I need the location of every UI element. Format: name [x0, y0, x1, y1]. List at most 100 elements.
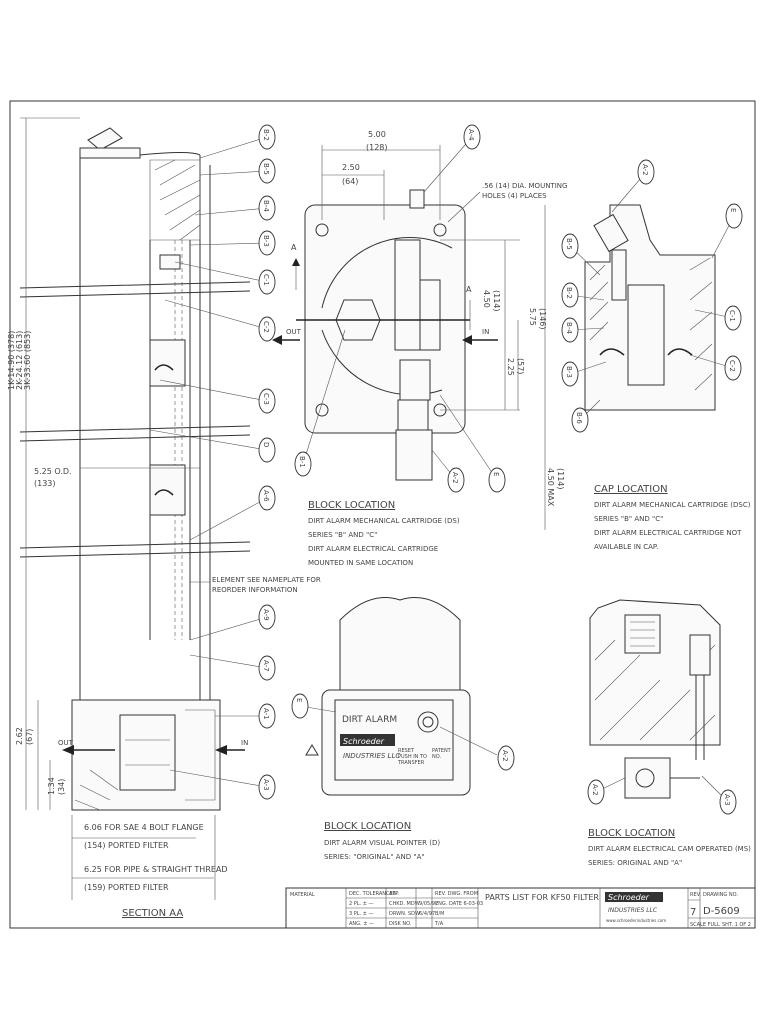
callout-bubble — [258, 158, 276, 184]
callout-label: B-3 — [262, 235, 270, 247]
section-in-label: IN — [241, 739, 248, 747]
plate-brand-sub: INDUSTRIES LLC — [343, 752, 400, 760]
callout-bubble — [637, 159, 655, 185]
plate-patent-2: NO. — [432, 754, 441, 760]
callout-label: A-7 — [262, 660, 270, 672]
callout-label: C-1 — [262, 274, 270, 286]
dim-225: 2.25 — [506, 358, 515, 376]
dim-250: 2.50 — [342, 163, 360, 172]
section-callouts: B-2B-5B-4B-3C-1C-2C-3DA-6A-9A-7A-1A-3 — [149, 124, 276, 800]
cap-line1: DIRT ALARM MECHANICAL CARTRIDGE (DSC) — [594, 501, 751, 509]
cap-location-view: A-2EB-5B-2B-4B-3B-6C-1C-2 CAP LOCATION D… — [561, 159, 751, 551]
callout-label: A-4 — [467, 129, 475, 141]
callout-bubble — [258, 485, 276, 511]
callout-label: A-2 — [501, 750, 509, 762]
dim-od-mm: (133) — [34, 479, 56, 488]
callout-bubble — [561, 233, 579, 259]
block-top-line2: SERIES "B" AND "C" — [308, 531, 377, 539]
plate-title: DIRT ALARM — [342, 715, 397, 725]
electrical-callouts: A-2A-3 — [587, 775, 737, 815]
dim-262: 2.62 — [15, 727, 24, 745]
callout-label: B-4 — [262, 200, 270, 212]
callout-bubble — [258, 388, 276, 414]
callout-bubble — [725, 203, 743, 229]
callout-label: E — [729, 208, 737, 212]
element-note-1: ELEMENT SEE NAMEPLATE FOR — [212, 576, 321, 584]
callout-bubble — [719, 789, 737, 815]
cap-line3: DIRT ALARM ELECTRICAL CARTRIDGE NOT — [594, 529, 742, 537]
callout-leader — [199, 136, 268, 159]
title-block: MATERIAL DEC. TOLERANCES APP. REV. DWG. … — [285, 887, 756, 929]
cap-line2: SERIES "B" AND "C" — [594, 515, 663, 523]
callout-leader — [189, 654, 268, 669]
callout-label: C-2 — [728, 360, 736, 372]
plate-reset-3: TRANSFER — [397, 760, 425, 766]
callout-bubble — [258, 269, 276, 295]
plate-reset-2: PUSH IN TO — [398, 754, 427, 760]
title-block-cell: 2 PL. ± — — [349, 901, 374, 907]
callout-bubble — [294, 451, 312, 477]
callout-leader — [302, 329, 346, 465]
title-block-cell: 3 PL. ± — — [349, 911, 374, 917]
cap-title: CAP LOCATION — [594, 484, 668, 495]
ported-159: (159) PORTED FILTER — [84, 883, 169, 892]
dim-od: 5.25 O.D. — [34, 467, 72, 476]
dim-575-mm: (146) — [538, 308, 547, 330]
callout-label: D — [262, 442, 270, 447]
dim-500: 5.00 — [368, 130, 386, 139]
section-aa-view: OUT IN 1K-14.90 (378) 2K-24.12 (613) 3K-… — [7, 117, 321, 919]
callout-label: A-6 — [262, 490, 270, 502]
callout-bubble — [561, 282, 579, 308]
block-location-top-view: A A OUT IN 5.00 (128) 2.50 (64) .56 (14)… — [272, 124, 567, 567]
hole-note-2: HOLES (4) PLACES — [482, 192, 547, 200]
electrical-title: BLOCK LOCATION — [588, 828, 675, 839]
callout-label: B-4 — [565, 322, 573, 334]
block-out-label: OUT — [286, 328, 302, 336]
title-block-cell: DRWN. SDW — [389, 911, 420, 917]
electrical-line2: SERIES: ORIGINAL AND "A" — [588, 859, 682, 867]
title-block-cell: 6/4/97 — [419, 911, 435, 917]
callout-bubble — [463, 124, 481, 150]
callout-label: A-3 — [723, 794, 731, 806]
title-block-cell: 9/05/97 — [419, 901, 438, 907]
callout-leader — [189, 497, 268, 541]
tb-brand-sub: INDUSTRIES LLC — [608, 907, 658, 914]
cap-line4: AVAILABLE IN CAP. — [594, 543, 658, 551]
callout-label: A-2 — [451, 472, 459, 484]
dim-450-mm: (114) — [492, 290, 501, 312]
callout-label: B-2 — [565, 287, 573, 299]
tb-scale: SCALE FULL — [690, 922, 720, 928]
callout-bubble — [447, 467, 465, 493]
dim-length-3k: 3K-33.60 (853) — [23, 331, 32, 390]
callout-leader — [189, 242, 268, 246]
callout-bubble — [258, 655, 276, 681]
title-block-cell: DISK NO. — [389, 921, 412, 927]
section-out-label: OUT — [58, 739, 74, 747]
callout-bubble — [561, 317, 579, 343]
hole-note-1: .56 (14) DIA. MOUNTING — [482, 182, 567, 190]
tb-rev-label: REV. — [690, 892, 701, 898]
callout-bubble — [587, 779, 605, 805]
block-top-line3: DIRT ALARM ELECTRICAL CARTRIDGE — [308, 545, 438, 553]
callout-leader — [164, 299, 268, 330]
block-in-label: IN — [482, 328, 489, 336]
callout-label: B-5 — [565, 238, 573, 250]
dim-450: 4.50 — [482, 290, 491, 308]
callout-label: A-2 — [591, 784, 599, 796]
callout-bubble — [561, 361, 579, 387]
tb-rev: REV. DWG. FROM — [435, 891, 478, 897]
section-a-marker-right: A — [466, 285, 472, 294]
callout-bubble — [571, 407, 589, 433]
dim-262-mm: (67) — [25, 729, 34, 745]
callout-bubble — [258, 195, 276, 221]
block-location-visual-view: DIRT ALARM Schroeder INDUSTRIES LLC RESE… — [291, 597, 515, 861]
visual-line2: SERIES: "ORIGINAL" AND "A" — [324, 853, 425, 861]
section-a-marker-left: A — [291, 243, 297, 252]
dim-606: 6.06 FOR SAE 4 BOLT FLANGE — [84, 823, 204, 832]
tb-dwg-label: DRAWING NO. — [703, 892, 738, 898]
dim-575: 5.75 — [528, 308, 537, 326]
